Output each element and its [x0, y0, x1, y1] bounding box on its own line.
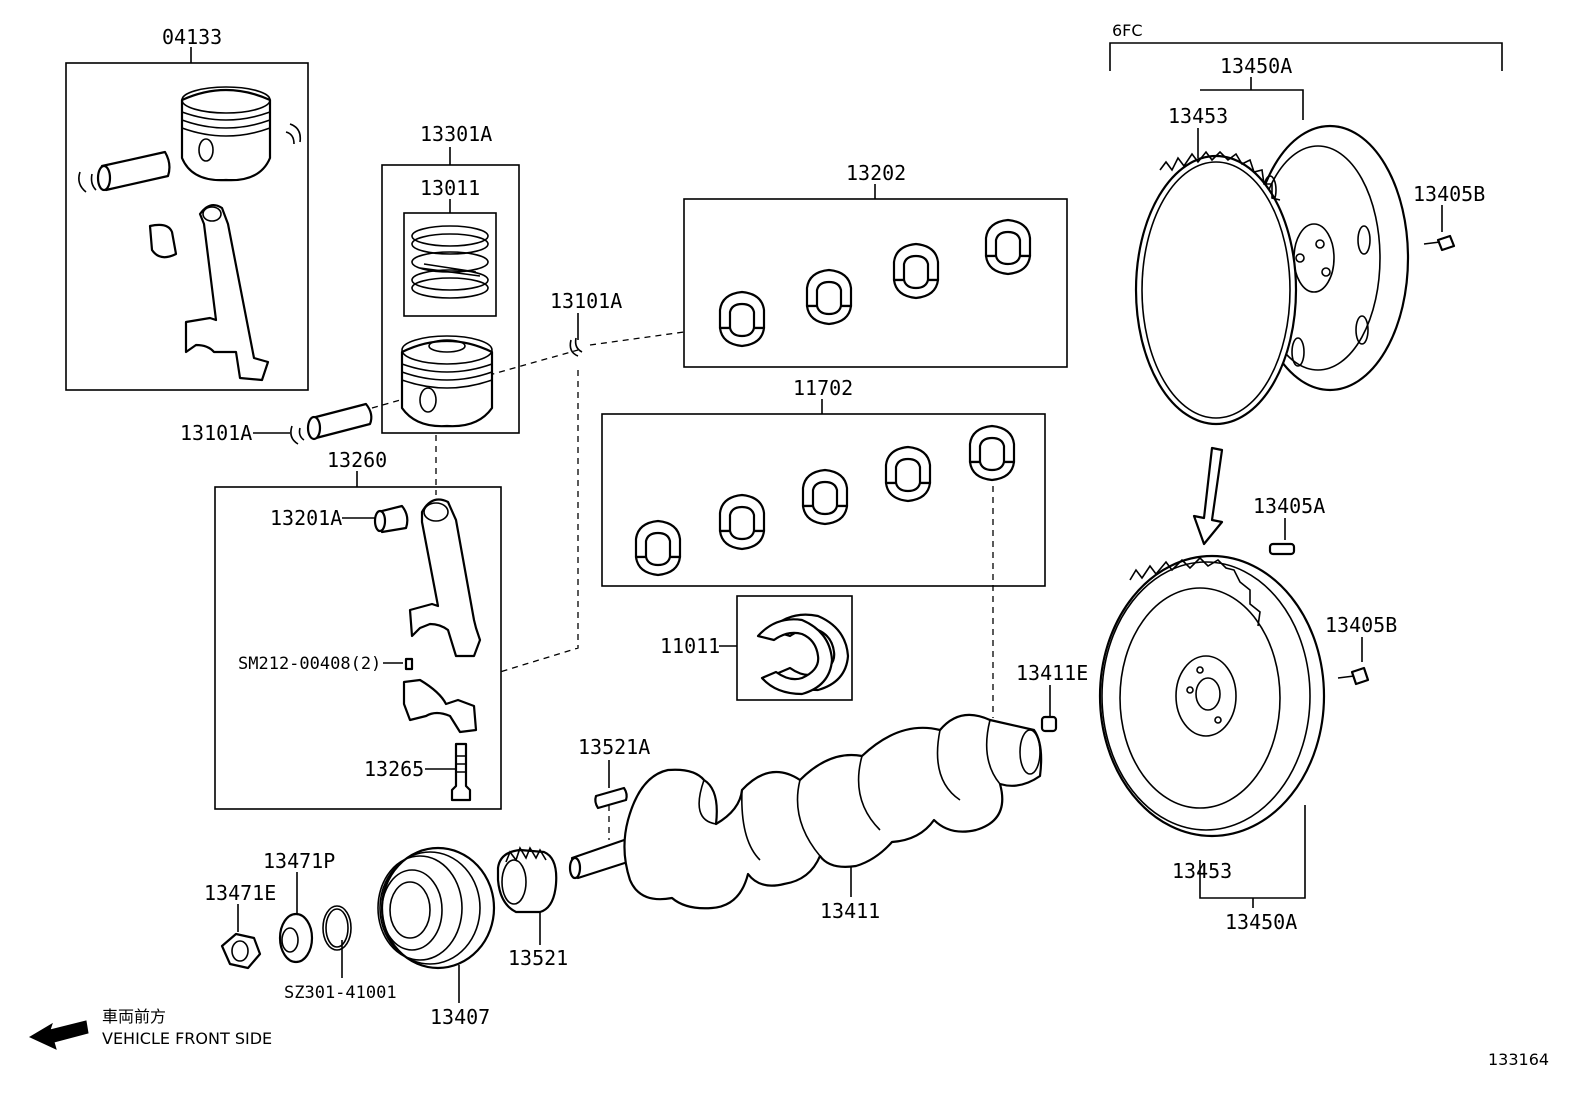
label-13407[interactable]: 13407 [430, 1005, 490, 1029]
assembly-arrow-icon [1192, 446, 1224, 546]
box-13011 [403, 212, 497, 317]
label-13265[interactable]: 13265 [364, 757, 424, 781]
box-04133 [65, 62, 309, 391]
piston-pin-drawing [290, 337, 583, 445]
front-seal-parts-drawing [220, 905, 352, 970]
piston-13301A-drawing [400, 335, 494, 428]
label-13301A[interactable]: 13301A [420, 122, 492, 146]
label-13411[interactable]: 13411 [820, 899, 880, 923]
label-sz301-41001[interactable]: SZ301-41001 [284, 983, 397, 1003]
flywheel-bottom-drawing [1098, 542, 1370, 838]
pulley-13407-drawing [377, 846, 496, 970]
flywheel-top-drawing [1134, 124, 1456, 426]
label-13405A[interactable]: 13405A [1253, 494, 1325, 518]
main-bearings-13202-drawing [718, 218, 1032, 348]
label-sm212-00408[interactable]: SM212-00408(2) [238, 654, 381, 674]
label-13101A-left[interactable]: 13101A [180, 421, 252, 445]
illustration-number: 133164 [1488, 1050, 1549, 1069]
label-13471E[interactable]: 13471E [204, 881, 276, 905]
label-13450A-bottom[interactable]: 13450A [1225, 910, 1297, 934]
vehicle-front-arrow-icon [28, 1020, 89, 1050]
label-13201A[interactable]: 13201A [270, 506, 342, 530]
label-13101A-top[interactable]: 13101A [550, 289, 622, 313]
label-13471P[interactable]: 13471P [263, 849, 335, 873]
vehicle-front-side-jp: 車両前方 [102, 1007, 166, 1026]
bearings-11702-drawing [634, 424, 1016, 577]
gear-13521-drawing [496, 846, 558, 914]
box-13260 [214, 486, 502, 810]
label-11011[interactable]: 11011 [660, 634, 720, 658]
label-04133[interactable]: 04133 [162, 25, 222, 49]
label-13453-bottom[interactable]: 13453 [1172, 859, 1232, 883]
label-13411E[interactable]: 13411E [1016, 661, 1088, 685]
label-13521[interactable]: 13521 [508, 946, 568, 970]
piston-rings-13011-drawing [411, 225, 489, 299]
label-13405B-top[interactable]: 13405B [1413, 182, 1485, 206]
label-13521A[interactable]: 13521A [578, 735, 650, 759]
label-13450A-top[interactable]: 13450A [1220, 54, 1292, 78]
vehicle-front-side-en: VEHICLE FRONT SIDE [102, 1029, 272, 1048]
crankshaft-13411-drawing [568, 713, 1058, 910]
box-11011 [736, 595, 853, 701]
thrust-washers-11011-drawing [756, 613, 850, 696]
label-13453-top[interactable]: 13453 [1168, 104, 1228, 128]
conrod-13260-drawing [373, 498, 482, 802]
label-6fc: 6FC [1112, 21, 1143, 40]
box-11702 [601, 413, 1046, 587]
label-13202[interactable]: 13202 [846, 161, 906, 185]
key-13521A-drawing [594, 786, 628, 810]
label-13011[interactable]: 13011 [420, 176, 480, 200]
piston-kit-04133-drawing [78, 86, 302, 382]
label-13405B-bottom[interactable]: 13405B [1325, 613, 1397, 637]
label-13260[interactable]: 13260 [327, 448, 387, 472]
label-11702[interactable]: 11702 [793, 376, 853, 400]
variant-6fc-bracket [1109, 42, 1503, 71]
